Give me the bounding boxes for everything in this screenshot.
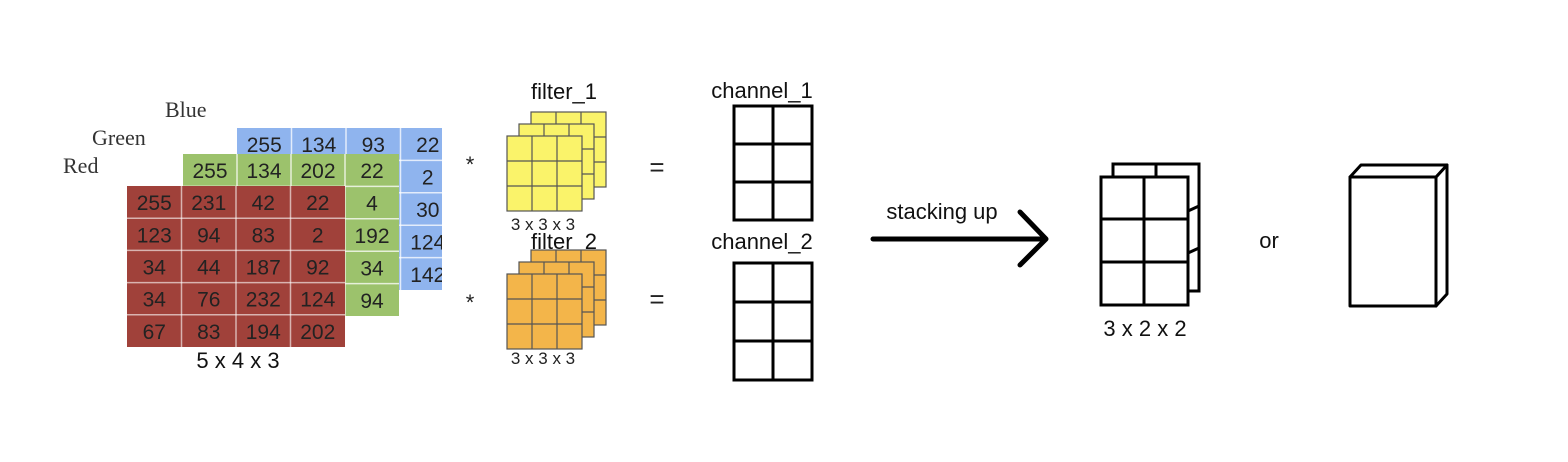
red-matrix-cell-value: 76 [197, 289, 220, 312]
convolve-operator-1: * [466, 152, 475, 177]
green-matrix-cell-value: 134 [246, 160, 281, 183]
blue-matrix-cell-value: 142 [410, 264, 445, 287]
filter-1-slice [506, 135, 583, 212]
red-matrix-cell-value: 83 [197, 321, 220, 344]
red-matrix-cell-value: 187 [246, 257, 281, 280]
filter-1-title: filter_1 [531, 79, 597, 104]
filter-1-size-label: 3 x 3 x 3 [511, 215, 575, 234]
red-channel-label: Red [63, 153, 98, 178]
red-matrix-cell-value: 124 [300, 289, 335, 312]
blue-matrix-cell-value: 30 [416, 199, 439, 222]
stacking-up-label: stacking up [886, 199, 997, 224]
blue-matrix-cell-value: 255 [247, 134, 282, 157]
channel-1-title: channel_1 [711, 78, 813, 103]
convolve-operator-2: * [466, 290, 475, 315]
red-matrix-cell-value: 232 [246, 289, 281, 312]
red-matrix-cell-value: 123 [137, 224, 172, 247]
output-stacked-grid [1099, 162, 1201, 307]
red-matrix-cell-value: 83 [252, 224, 275, 247]
channel-1-grid [732, 104, 814, 222]
green-channel-label: Green [92, 125, 146, 150]
red-matrix-cell-value: 34 [143, 257, 167, 280]
blue-matrix-cell-value: 22 [416, 134, 439, 157]
filter-2-slice [506, 273, 583, 350]
channel-2-grid [732, 261, 814, 382]
red-matrix-cell-value: 67 [143, 321, 166, 344]
filter-1-cube [506, 111, 607, 212]
red-matrix-cell-value: 34 [143, 289, 167, 312]
red-matrix-cell-value: 42 [252, 192, 275, 215]
channel-2-title: channel_2 [711, 229, 813, 254]
red-matrix-cell-value: 194 [246, 321, 281, 344]
green-matrix-cell-value: 22 [360, 160, 383, 183]
red-matrix-cell-value: 231 [191, 192, 226, 215]
blue-matrix-cell-value: 93 [362, 134, 385, 157]
output-volume-box [1348, 163, 1449, 308]
input-size-label: 5 x 4 x 3 [196, 348, 279, 373]
blue-matrix-cell-value: 134 [301, 134, 336, 157]
green-matrix-cell-value: 202 [300, 160, 335, 183]
equals-operator-2: = [649, 284, 664, 314]
red-matrix-cell-value: 94 [197, 224, 221, 247]
green-matrix-cell-value: 94 [360, 290, 384, 313]
blue-channel-label: Blue [165, 97, 207, 122]
filter-2-cube [506, 249, 607, 350]
blue-matrix-cell-value: 2 [422, 167, 434, 190]
red-channel-matrix: 255 231 42 22 123 94 83 2 34 44 187 92 34 76 232 124 67 8… [127, 186, 345, 347]
output-size-label: 3 x 2 x 2 [1103, 316, 1186, 341]
equals-operator-1: = [649, 152, 664, 182]
red-matrix-cell-value: 92 [306, 257, 329, 280]
green-matrix-cell-value: 4 [366, 193, 378, 216]
red-matrix-cell-value: 44 [197, 257, 221, 280]
stacking-arrow [870, 209, 1049, 268]
red-matrix-cell-value: 2 [312, 224, 324, 247]
or-label: or [1259, 228, 1279, 253]
red-matrix-cell-value: 255 [137, 192, 172, 215]
blue-matrix-cell-value: 124 [410, 231, 445, 254]
red-matrix-cell-value: 22 [306, 192, 329, 215]
filter-2-size-label: 3 x 3 x 3 [511, 349, 575, 368]
green-matrix-cell-value: 192 [354, 225, 389, 248]
red-matrix-cell-value: 202 [300, 321, 335, 344]
green-matrix-cell-value: 255 [192, 160, 227, 183]
green-matrix-cell-value: 34 [360, 257, 384, 280]
